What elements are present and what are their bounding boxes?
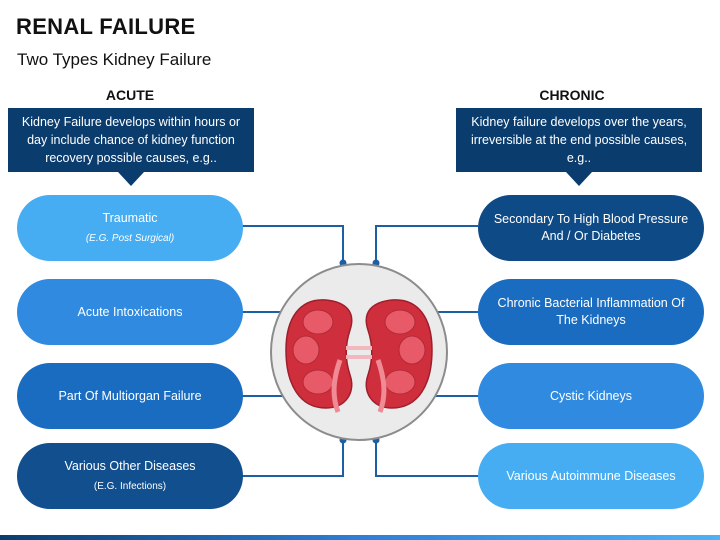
page-title: RENAL FAILURE (16, 14, 196, 39)
cause-label: Secondary To High Blood Pressure And / O… (493, 212, 689, 243)
cause-label: Various Other Diseases (64, 458, 196, 473)
chronic-description: Kidney failure develops over the years, … (470, 115, 688, 165)
chronic-cause-autoimmune: Various Autoimmune Diseases (478, 443, 704, 509)
chronic-description-callout: Kidney failure develops over the years, … (456, 108, 702, 186)
chronic-heading: CHRONIC (539, 87, 605, 103)
cause-sublabel: (E.G. Post Surgical) (85, 232, 175, 244)
chronic-cause-cystic-kidneys: Cystic Kidneys (478, 363, 704, 429)
cause-sublabel: (E.G. Infections) (93, 480, 167, 492)
connector-line (242, 440, 344, 477)
acute-description-callout: Kidney Failure develops within hours or … (8, 108, 254, 186)
cause-label: Traumatic (102, 210, 158, 225)
connector-line (242, 225, 344, 263)
acute-cause-intoxications: Acute Intoxications (17, 279, 243, 345)
acute-heading: ACUTE (105, 87, 155, 103)
cause-label: Part Of Multiorgan Failure (58, 388, 202, 403)
kidneys-icon (285, 299, 433, 413)
bottom-accent-bar (0, 535, 720, 540)
cause-label: Various Autoimmune Diseases (506, 468, 676, 483)
page-subtitle: Two Types Kidney Failure (17, 50, 212, 69)
acute-cause-traumatic: Traumatic (E.G. Post Surgical) (17, 195, 243, 261)
acute-cause-other-diseases: Various Other Diseases (E.G. Infections) (17, 443, 243, 509)
cause-label: Cystic Kidneys (550, 388, 632, 403)
chronic-cause-blood-pressure: Secondary To High Blood Pressure And / O… (478, 195, 704, 261)
chronic-cause-bacterial-inflammation: Chronic Bacterial Inflammation Of The Ki… (478, 279, 704, 345)
connector-line (375, 440, 478, 477)
cause-label: Chronic Bacterial Inflammation Of The Ki… (497, 296, 685, 327)
cause-label: Acute Intoxications (77, 304, 183, 319)
connector-line (375, 225, 478, 263)
acute-cause-multiorgan-failure: Part Of Multiorgan Failure (17, 363, 243, 429)
acute-description: Kidney Failure develops within hours or … (21, 115, 241, 165)
